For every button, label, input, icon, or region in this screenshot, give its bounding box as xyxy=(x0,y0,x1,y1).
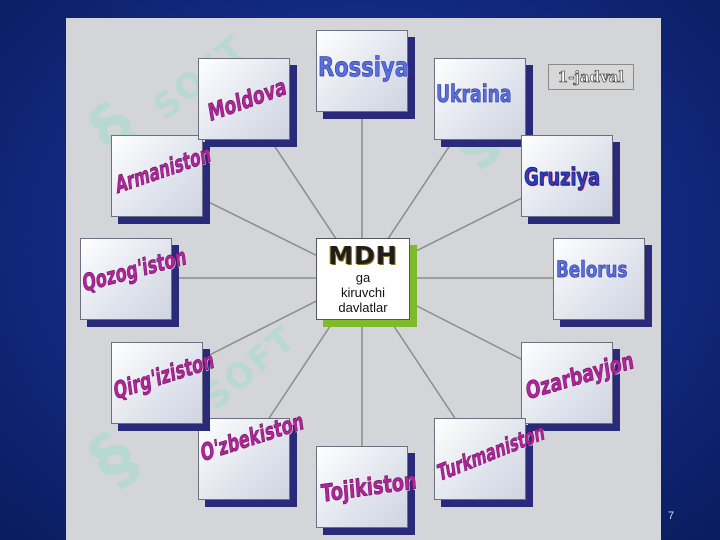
center-line: davlatlar xyxy=(338,300,388,315)
country-box xyxy=(521,135,613,217)
center-line: ga xyxy=(355,270,371,285)
country-box xyxy=(198,418,290,500)
page-number: 7 xyxy=(668,510,675,522)
country-box xyxy=(434,418,526,500)
country-label: Belorus xyxy=(556,258,628,284)
country-box xyxy=(80,238,172,320)
country-box xyxy=(434,58,526,140)
country-box xyxy=(198,58,290,140)
country-box xyxy=(316,30,408,112)
center-box: MDH ga kiruvchi davlatlar xyxy=(316,238,410,320)
country-label: Ukraina xyxy=(436,80,512,109)
country-label: Gruziya xyxy=(524,163,601,192)
country-label: Rossiya xyxy=(318,52,409,84)
country-box xyxy=(111,342,203,424)
country-box xyxy=(111,135,203,217)
center-title: MDH xyxy=(328,241,398,270)
table-tag: 1-jadval xyxy=(548,64,634,90)
country-box xyxy=(553,238,645,320)
country-box xyxy=(521,342,613,424)
center-line: kiruvchi xyxy=(340,285,386,300)
country-box xyxy=(316,446,408,528)
